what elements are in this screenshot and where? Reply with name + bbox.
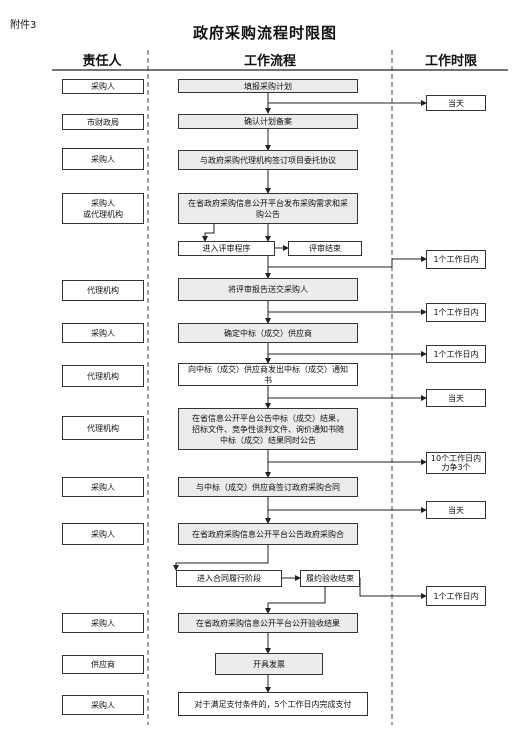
- responsible-purchaser-4: 采购人: [62, 477, 144, 497]
- process-review-end: 评审结束: [288, 241, 362, 256]
- responsible-purchaser-or-agency: 采购人 或代理机构: [62, 193, 144, 224]
- process-confirm-filing: 确认计划备案: [178, 114, 358, 129]
- process-determine-supplier: 确定中标（成交）供应商: [178, 323, 358, 343]
- header-responsible: 责任人: [82, 54, 122, 69]
- process-enter-performance: 进入合同履行阶段: [176, 570, 282, 587]
- page-title: 政府采购流程时限图: [192, 24, 337, 42]
- time-limit-1day-2: 1个工作日内: [426, 303, 486, 322]
- process-sign-contract: 与中标（成交）供应商签订政府采购合同: [178, 477, 358, 497]
- responsible-finance-bureau: 市财政局: [62, 114, 144, 130]
- column-dividers: [147, 50, 393, 725]
- responsible-agency-2: 代理机构: [62, 365, 144, 387]
- time-limit-1day-4: 1个工作日内: [426, 586, 486, 606]
- responsible-agency-3: 代理机构: [62, 416, 144, 440]
- process-publish-result: 在省信息公开平台公告中标（成交）结果， 招标文件、竞争性谈判文件、询价通知书随 …: [178, 408, 358, 450]
- responsible-purchaser-2: 采购人: [62, 148, 144, 170]
- responsible-agency-1: 代理机构: [62, 280, 144, 301]
- time-limit-same-day-1: 当天: [426, 95, 486, 111]
- time-limit-same-day-3: 当天: [426, 501, 486, 519]
- process-acceptance-end: 履约验收结束: [300, 570, 360, 587]
- header-time-limit: 工作时限: [424, 54, 477, 69]
- process-sign-agency-agreement: 与政府采购代理机构签订项目委托协议: [178, 150, 358, 170]
- responsible-purchaser-1: 采购人: [62, 79, 144, 94]
- responsible-purchaser-3: 采购人: [62, 323, 144, 343]
- responsible-supplier: 供应商: [62, 655, 144, 674]
- header-process: 工作流程: [243, 54, 296, 69]
- responsible-purchaser-5: 采购人: [62, 523, 144, 545]
- process-send-notice: 向中标（成交）供应商发出中标（成交）通知 书: [178, 363, 358, 386]
- time-limit-1day-1: 1个工作日内: [426, 250, 486, 269]
- time-limit-same-day-2: 当天: [426, 389, 486, 407]
- process-issue-invoice: 开具发票: [215, 653, 323, 675]
- attachment-label: 附件3: [10, 20, 37, 31]
- process-enter-review: 进入评审程序: [178, 241, 275, 256]
- process-publish-acceptance: 在省政府采购信息公开平台公开验收结果: [178, 613, 358, 633]
- process-arrows: [173, 93, 326, 693]
- process-complete-payment: 对于满足支付条件的，5个工作日内完成支付: [178, 692, 368, 716]
- process-fill-plan: 填报采购计划: [178, 79, 358, 93]
- responsible-purchaser-7: 采购人: [62, 695, 144, 715]
- process-send-report: 将评审报告送交采购人: [178, 278, 358, 301]
- time-limit-arrows: [268, 100, 427, 599]
- process-publish-contract: 在省政府采购信息公开平台公告政府采购合: [178, 523, 358, 545]
- process-publish-announcement: 在省政府采购信息公开平台发布采购需求和采 购公告: [178, 193, 358, 224]
- responsible-purchaser-6: 采购人: [62, 613, 144, 633]
- time-limit-10days: 10个工作日内 力争3个: [426, 452, 486, 474]
- time-limit-1day-3: 1个工作日内: [426, 345, 486, 363]
